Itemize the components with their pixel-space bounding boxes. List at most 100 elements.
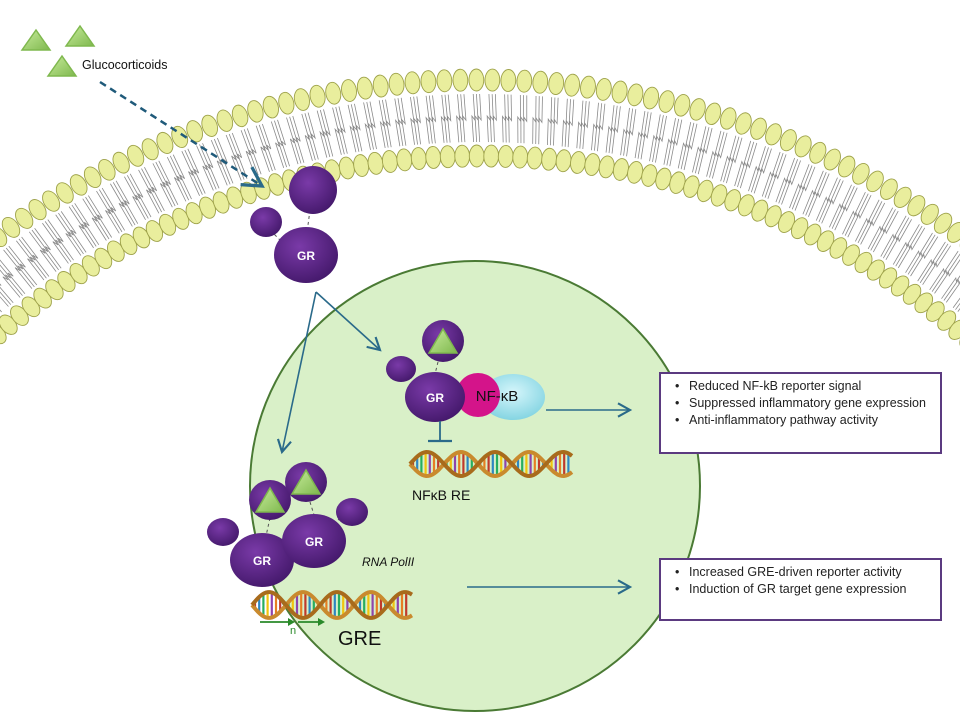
lipid-tail <box>550 97 556 146</box>
lipid-tail <box>857 201 883 244</box>
lipid-tail <box>210 139 228 186</box>
lipid-tail <box>255 125 270 172</box>
dna-helix-nfkb-re <box>408 449 574 479</box>
lipid-tail <box>567 99 575 148</box>
lipid-head <box>353 154 370 177</box>
lipid-tail <box>720 135 737 182</box>
lipid-head <box>933 212 953 234</box>
lipid-head <box>765 123 782 146</box>
lipid-head <box>341 79 357 102</box>
ligand-triangle-icon <box>254 486 286 513</box>
lipid-tail <box>706 130 722 177</box>
lipid-head <box>468 68 485 92</box>
lipid-tail <box>172 154 192 200</box>
lipid-tails <box>0 93 960 313</box>
gr-protein-cytoplasm <box>274 227 338 283</box>
lipid-tail <box>880 215 907 257</box>
lipid-head <box>338 156 355 180</box>
lipid-tail <box>952 297 960 309</box>
arrow-head-icon <box>288 618 295 626</box>
lipid-tail <box>910 236 939 277</box>
lipid-head <box>83 166 102 188</box>
lipid-tail <box>332 107 342 155</box>
lipid-tail <box>21 236 50 277</box>
lipid-head <box>823 148 841 171</box>
lipid-tail <box>34 227 62 269</box>
lipid-tail <box>363 102 371 151</box>
ligand-triangle-icon <box>290 468 322 495</box>
lipid-tail <box>292 115 305 163</box>
lipid-head <box>381 150 398 173</box>
lipid-head <box>809 141 827 164</box>
lipid-tail <box>447 94 452 143</box>
lipid-tail <box>520 95 525 144</box>
lipid-tail <box>394 98 401 147</box>
lipid-tail <box>270 121 285 168</box>
lipid-tail <box>428 95 434 144</box>
lipid-head <box>627 83 644 107</box>
outcome-item: Suppressed inflammatory gene expression <box>671 395 932 412</box>
lipid-tail <box>397 98 404 146</box>
outcome-item: Increased GRE-driven reporter activity <box>671 564 932 581</box>
nfkb-outcomes-box: Reduced NF-kB reporter signal Suppressed… <box>659 372 942 454</box>
lipid-head <box>794 135 812 158</box>
lipid-head <box>642 86 660 110</box>
lipid-tail <box>60 211 87 253</box>
lipid-tail <box>416 96 422 145</box>
lipid-tail <box>922 245 951 285</box>
lipid-tail <box>169 155 190 201</box>
lipid-head <box>920 203 939 225</box>
lipid-tail <box>634 110 646 159</box>
lipid-tail <box>778 159 799 204</box>
lipid-tail <box>934 259 960 294</box>
linker <box>265 225 285 245</box>
lipid-tail <box>243 129 259 176</box>
lipid-tail <box>115 180 139 224</box>
gr-dimer-complex: GR GR <box>207 462 368 587</box>
lipid-head <box>436 69 453 93</box>
arrow-to-gre-complex <box>276 291 317 455</box>
cell-membrane <box>0 68 960 350</box>
lipid-tail <box>709 131 725 178</box>
lipid-tail <box>141 168 163 213</box>
lipid-tail <box>492 94 497 143</box>
lipid-tail <box>16 240 45 281</box>
lipid-head <box>735 112 752 135</box>
lipid-tail <box>258 124 273 172</box>
lipid-tail <box>905 232 933 273</box>
cytoplasmic-gr-complex: GR <box>250 166 338 283</box>
lipid-tail <box>68 206 94 249</box>
lipid-tail <box>112 182 136 226</box>
lipid-tail <box>808 173 830 217</box>
lipid-head <box>595 78 612 101</box>
gr-label: GR <box>305 535 323 549</box>
lipid-head <box>866 170 884 193</box>
lipid-head <box>598 155 615 179</box>
lipid-head <box>388 72 405 96</box>
lipid-tail <box>683 123 698 171</box>
lipid-tail <box>945 282 960 303</box>
lipid-tail <box>829 184 852 228</box>
lipid-head <box>325 81 342 105</box>
lipid-head <box>611 80 628 104</box>
lipid-tail <box>144 166 165 212</box>
lipid-head <box>356 76 373 100</box>
lipid-tail <box>196 145 214 191</box>
lipid-tail <box>158 160 179 205</box>
lipid-tail <box>579 100 587 149</box>
lipid-tail <box>737 141 755 188</box>
lipid-tail <box>410 96 415 145</box>
lipid-tail <box>663 118 676 165</box>
dna-strand <box>250 590 414 620</box>
lipid-tail <box>791 165 813 210</box>
gre-label: GRE <box>338 628 381 650</box>
lipid-tail <box>655 115 667 163</box>
lipid-tail <box>58 212 84 255</box>
lipid-tail <box>594 103 603 151</box>
lipid-tail <box>0 283 14 304</box>
lipid-tail <box>677 121 692 169</box>
lipid-tail <box>931 253 960 292</box>
nfkb-magenta-subunit <box>456 373 500 417</box>
lipid-tail <box>576 100 584 149</box>
lipid-tail <box>228 133 245 180</box>
